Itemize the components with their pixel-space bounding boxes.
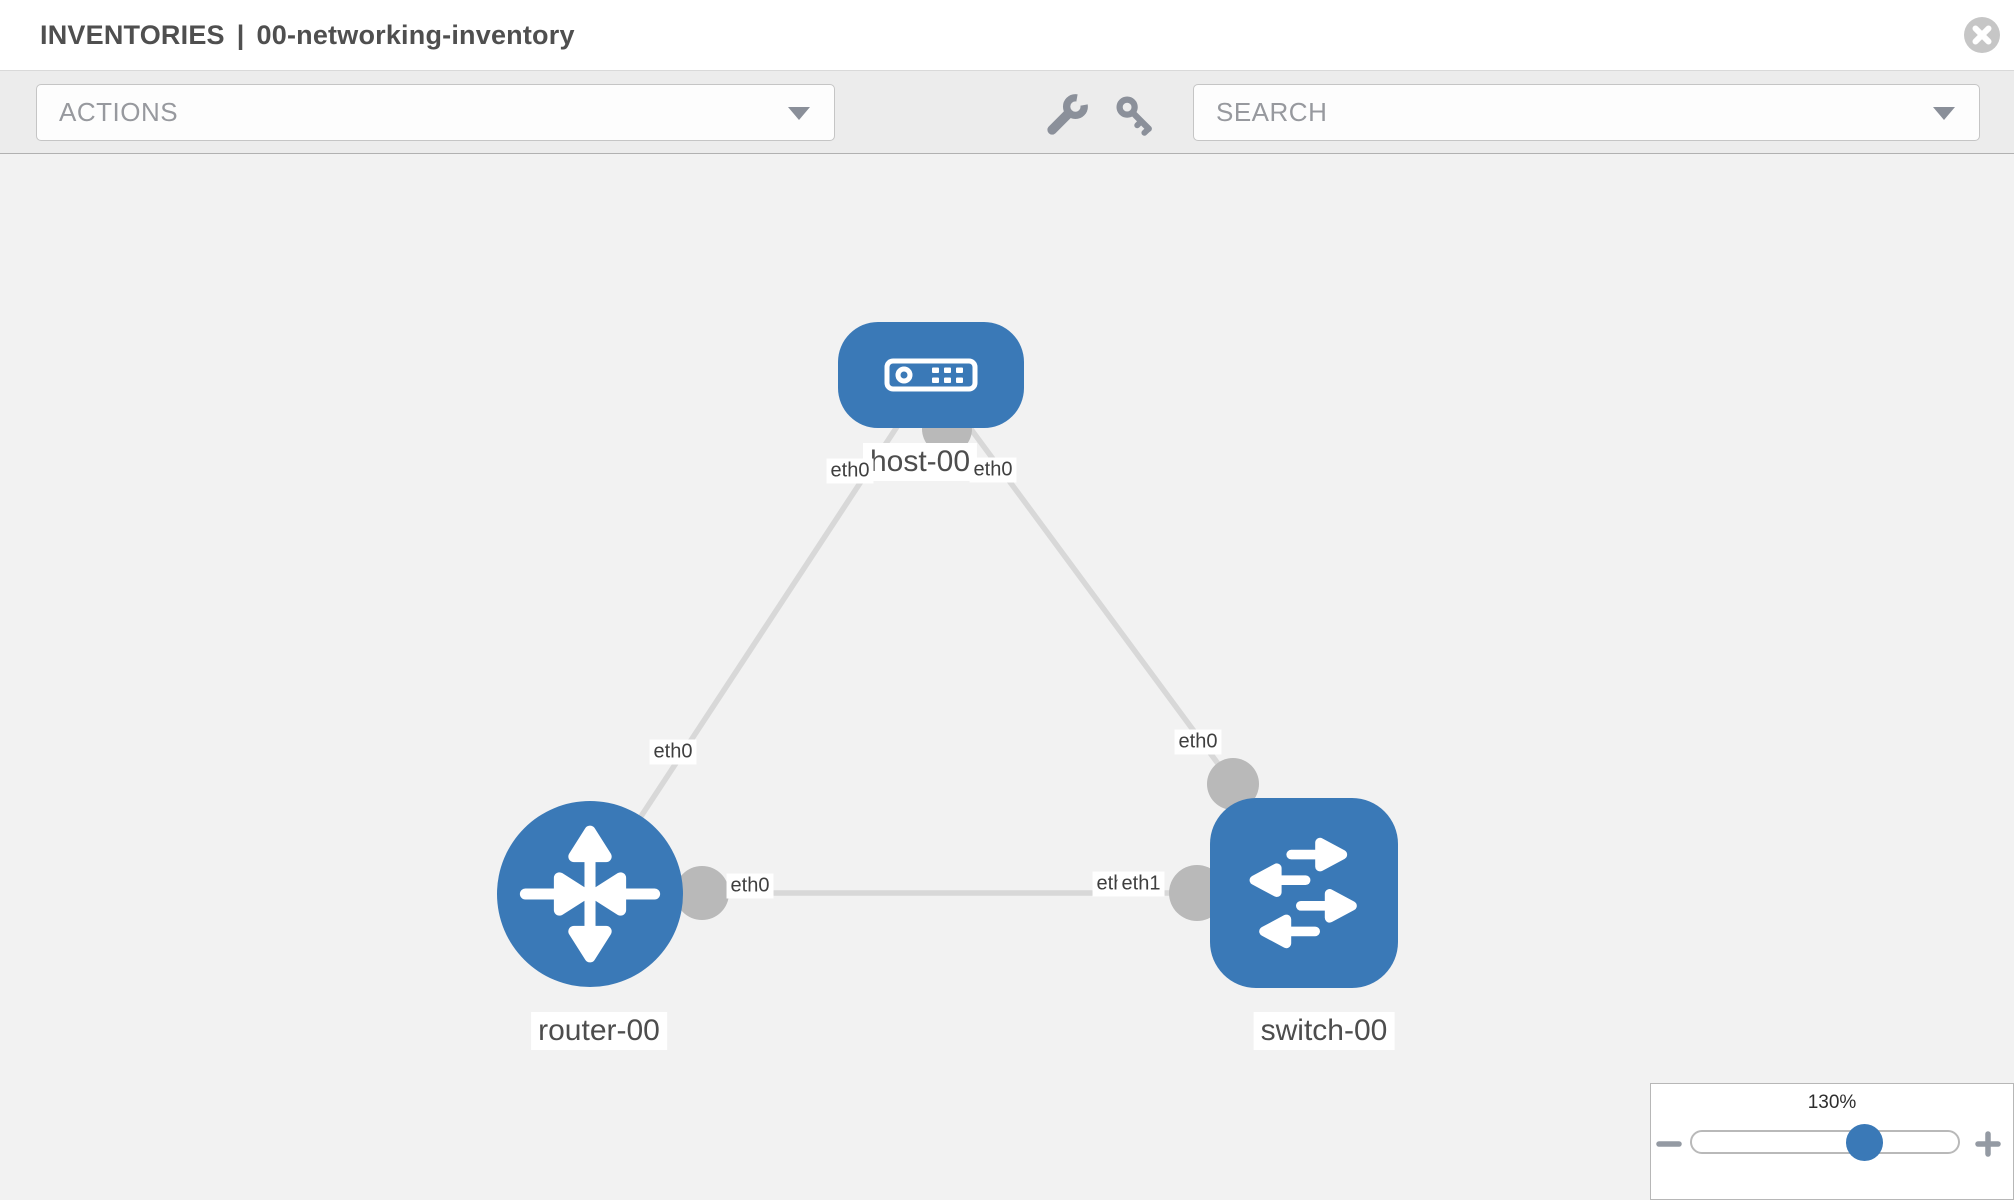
breadcrumb-separator: | — [236, 20, 245, 50]
topology-canvas[interactable] — [0, 154, 2014, 1200]
page-title: INVENTORIES | 00-networking-inventory — [40, 0, 575, 70]
interface-label: eth0 — [1174, 729, 1222, 755]
router-icon — [519, 825, 661, 963]
node-switch-00[interactable] — [1210, 798, 1398, 988]
inventory-name: 00-networking-inventory — [256, 20, 575, 50]
interface-label: eth0 — [649, 739, 697, 765]
plus-icon[interactable] — [1973, 1129, 2003, 1159]
zoom-control-panel: 130% — [1650, 1083, 2014, 1200]
switch-icon — [1249, 837, 1357, 949]
interface-label: eth1 — [1117, 871, 1165, 897]
node-label-router: router-00 — [531, 1012, 667, 1050]
zoom-level-value: 130% — [1807, 1092, 1857, 1113]
close-icon[interactable] — [1963, 16, 2001, 54]
minus-icon[interactable] — [1654, 1129, 1684, 1159]
zoom-slider-track[interactable] — [1690, 1130, 1960, 1154]
interface-label: eth0 — [726, 873, 774, 899]
zoom-slider-thumb[interactable] — [1846, 1124, 1883, 1161]
search-dropdown-label: SEARCH — [1216, 97, 1328, 127]
chevron-down-icon — [788, 106, 810, 120]
node-host-00[interactable] — [838, 322, 1024, 428]
server-icon — [884, 358, 978, 392]
chevron-down-icon — [1933, 106, 1955, 120]
header-bar: INVENTORIES | 00-networking-inventory — [0, 0, 2014, 71]
breadcrumb-inventories[interactable]: INVENTORIES — [40, 20, 225, 50]
toolbar: ACTIONS SEARCH — [0, 71, 2014, 154]
wrench-icon[interactable] — [1045, 93, 1089, 137]
interface-label: eth0 — [969, 457, 1017, 483]
node-router-00[interactable] — [497, 801, 683, 987]
key-icon[interactable] — [1113, 93, 1157, 137]
node-label-host: host-00 — [862, 443, 978, 481]
node-label-switch: switch-00 — [1253, 1012, 1395, 1050]
interface-label: eth0 — [826, 458, 874, 484]
actions-dropdown[interactable]: ACTIONS — [36, 84, 835, 141]
actions-dropdown-label: ACTIONS — [59, 97, 179, 127]
search-dropdown[interactable]: SEARCH — [1193, 84, 1980, 141]
